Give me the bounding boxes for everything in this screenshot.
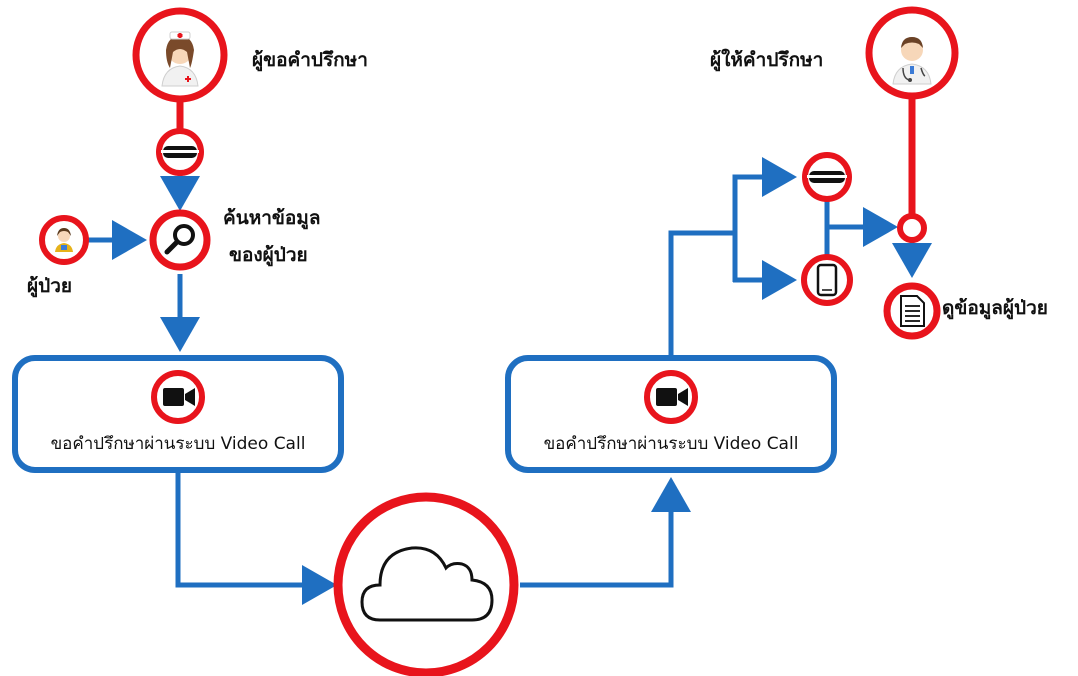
patient-label: ผู้ป่วย (27, 275, 72, 297)
vr-headset-icon (161, 146, 199, 158)
smartphone-icon (816, 263, 838, 297)
connectors (84, 96, 932, 605)
doctor-avatar-icon (892, 37, 932, 85)
requester-node (132, 7, 228, 103)
right-video-node (644, 370, 698, 424)
magnifier-icon (164, 224, 195, 255)
patient-avatar-icon (55, 228, 73, 252)
video-camera-icon (656, 388, 688, 406)
search-label-line2: ของผู้ป่วย (229, 244, 308, 266)
document-icon (900, 295, 925, 327)
right-box-label: ขอคำปรึกษาผ่านระบบ Video Call (543, 434, 799, 454)
video-camera-icon (163, 388, 195, 406)
patient-node (39, 215, 89, 265)
consultant-label: ผู้ให้คำปรึกษา (710, 49, 824, 71)
left-box-label: ขอคำปรึกษาผ่านระบบ Video Call (50, 434, 306, 454)
nurse-avatar-icon (161, 31, 199, 87)
requester-label: ผู้ขอคำปรึกษา (252, 49, 368, 71)
document-node (883, 282, 941, 340)
cloud-icon (360, 546, 494, 622)
left-video-node (151, 370, 205, 424)
arrow-cloud-to-right-box (520, 477, 691, 588)
search-label-line1: ค้นหาข้อมูล (223, 207, 321, 229)
phone-node (801, 254, 853, 306)
junction-node (897, 213, 927, 243)
headset-left-node (156, 128, 204, 176)
headset-right-node (802, 152, 852, 202)
line-right-box-to-branch (668, 230, 735, 357)
arrow-left-box-to-cloud (175, 470, 337, 605)
vr-headset-icon (807, 171, 847, 183)
search-node (149, 209, 211, 271)
view-patient-label: ดูข้อมูลผู้ป่วย (942, 297, 1048, 319)
cloud-node (333, 492, 519, 676)
consultant-node (865, 6, 959, 100)
arrow-branch-to-headset (732, 157, 797, 282)
